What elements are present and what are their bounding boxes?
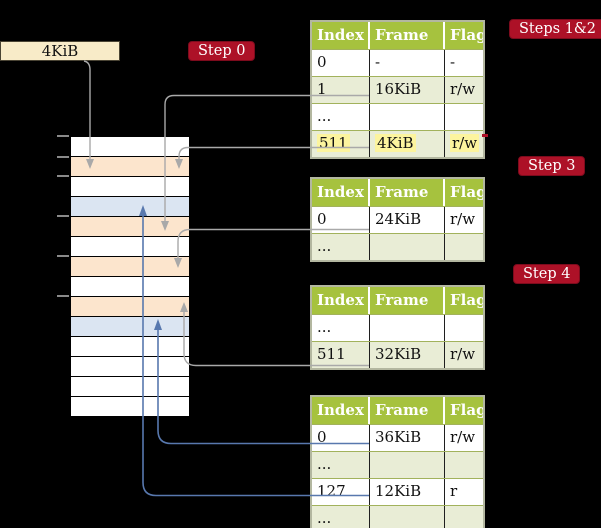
table-cell (370, 315, 445, 341)
table-cell: ... (312, 315, 370, 341)
memory-frame-row (71, 197, 189, 217)
table-cell: ... (312, 234, 370, 260)
table-header-cell: Flags (450, 401, 483, 419)
table-cell: - (450, 53, 456, 71)
table-cell: r/w (450, 345, 476, 363)
table-cell: 12KiB (370, 479, 445, 505)
table-cell (445, 315, 483, 341)
table-row: ... (312, 451, 483, 478)
memory-frame-row (71, 377, 189, 397)
table-cell (445, 104, 483, 130)
memory-frame-row (71, 237, 189, 257)
table-cell: r (450, 482, 458, 500)
table-cell: 511 (312, 342, 370, 368)
table-cell: 0 (312, 207, 370, 233)
table-cell: ... (312, 506, 370, 528)
physical-memory-column (70, 136, 190, 417)
table-cell: ... (312, 452, 370, 478)
table-cell: 0 (312, 425, 370, 451)
table-header-cell: Index (312, 287, 370, 314)
memory-address-tick (57, 175, 69, 177)
badge-steps-1-2: Steps 1&2 (509, 19, 601, 39)
table-cell: ... (312, 104, 370, 130)
table-header-cell: Frame (370, 22, 445, 49)
table-cell: 4KiB (370, 131, 445, 157)
table-cell (370, 104, 445, 130)
table-row: ... (312, 314, 483, 341)
table-cell: 1 (312, 77, 370, 103)
memory-frame-row (71, 337, 189, 357)
table-header-cell: Index (312, 397, 370, 424)
table-header-cell: Flags (450, 291, 483, 309)
table-row: ... (312, 103, 483, 130)
memory-frame-row (71, 297, 189, 317)
table-cell (370, 234, 445, 260)
table-cell: 24KiB (370, 207, 445, 233)
table-cell: 32KiB (370, 342, 445, 368)
table-cell (445, 234, 483, 260)
table-row: ... (312, 233, 483, 260)
table-cell (445, 452, 483, 478)
memory-frame-row (71, 357, 189, 377)
table-cell: r/w (450, 80, 476, 98)
table-cell: r/w (450, 428, 476, 446)
table-header-cell: Flags (450, 183, 483, 201)
memory-frame-row (71, 397, 189, 416)
memory-frame-row (71, 257, 189, 277)
memory-frame-row (71, 217, 189, 237)
memory-frame-row (71, 137, 189, 157)
table-cell: r/w (450, 134, 480, 152)
table-cell: 0 (312, 50, 370, 76)
table-cell (370, 506, 445, 528)
table-cell: r/w (450, 210, 476, 228)
frame-size-box: 4KiB (0, 41, 120, 61)
memory-address-tick (57, 295, 69, 297)
memory-address-tick (57, 156, 69, 158)
table-header-cell: Frame (370, 179, 445, 206)
badge-step-4: Step 4 (513, 264, 581, 284)
frame-size-label: 4KiB (41, 42, 79, 60)
table-row: 0-- (312, 49, 483, 76)
table-cell: - (370, 50, 445, 76)
memory-frame-row (71, 277, 189, 297)
table-cell (445, 506, 483, 528)
memory-address-tick (57, 255, 69, 257)
table-header-cell: Flags (450, 26, 483, 44)
table-header-cell: Index (312, 179, 370, 206)
badge-step-0: Step 0 (188, 41, 256, 61)
table-header-cell: Index (312, 22, 370, 49)
table-header-cell: Frame (370, 397, 445, 424)
table-cell: 511 (312, 131, 370, 157)
badge-step-3: Step 3 (518, 156, 586, 176)
table-cell: 16KiB (370, 77, 445, 103)
memory-address-tick (57, 215, 69, 217)
red-marker-dash (482, 134, 488, 137)
memory-frame-row (71, 317, 189, 337)
memory-frame-row (71, 157, 189, 177)
table-header-cell: Frame (370, 287, 445, 314)
table-cell (370, 452, 445, 478)
table-cell: 127 (312, 479, 370, 505)
table-cell: 36KiB (370, 425, 445, 451)
memory-address-tick (57, 135, 69, 137)
table-row: ... (312, 505, 483, 528)
memory-frame-row (71, 177, 189, 197)
